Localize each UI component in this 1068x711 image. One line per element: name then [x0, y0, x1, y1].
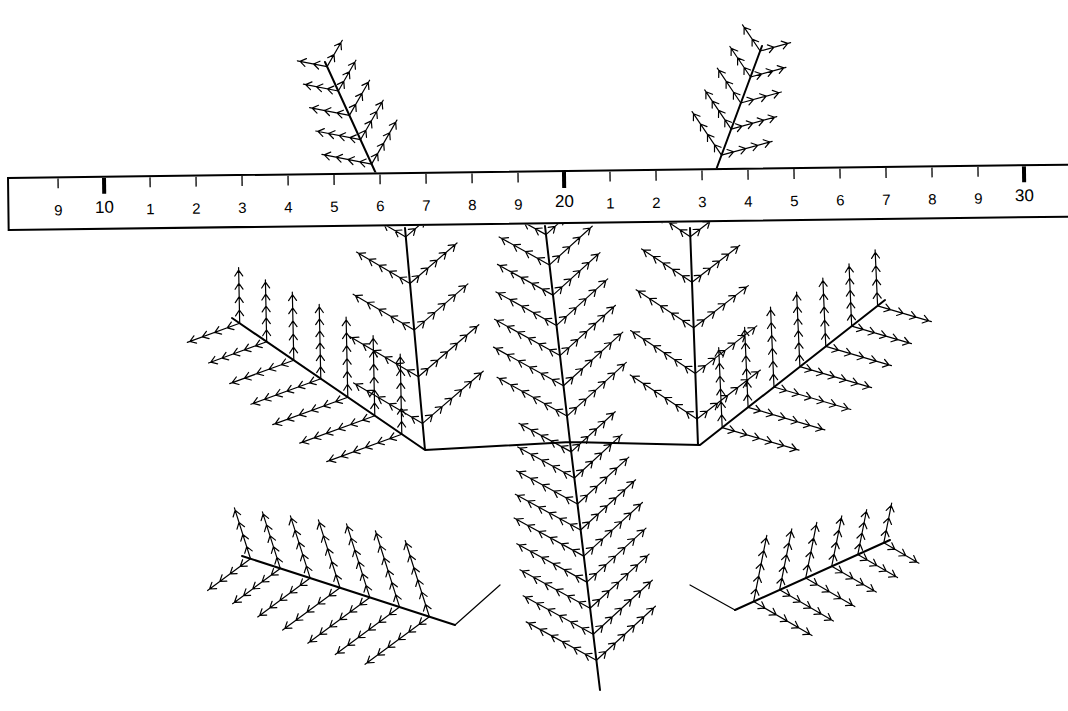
ruler-tick — [1022, 166, 1026, 182]
scale-number: 8 — [468, 197, 477, 212]
scale-number: 1 — [606, 195, 615, 210]
ruler-tick — [149, 177, 150, 187]
ruler-tick — [333, 175, 334, 185]
ruler-tick — [885, 168, 886, 178]
scale-number: 20 — [555, 193, 574, 210]
scale-number: 9 — [54, 202, 63, 217]
ruler-tick — [609, 171, 610, 181]
scale-number: 3 — [238, 200, 247, 215]
ruler-tick — [747, 170, 748, 180]
scale-number: 9 — [514, 197, 523, 212]
scale-number: 10 — [95, 199, 114, 216]
scale-number: 4 — [744, 194, 753, 209]
ruler-tick — [287, 175, 288, 185]
ruler-tick — [977, 167, 978, 177]
scale-number: 2 — [652, 195, 661, 210]
ruler-tick — [839, 169, 840, 179]
scale-number: 5 — [330, 199, 339, 214]
ruler-tick — [425, 174, 426, 184]
stem-lines — [232, 46, 890, 690]
ruler: 9 10 1 2 3 4 5 6 7 8 9 20 1 2 3 4 5 6 7 8 9 30 — [7, 163, 1068, 231]
ruler-tick — [655, 171, 656, 181]
ruler-tick — [241, 176, 242, 186]
ruler-tick — [562, 172, 566, 188]
scale-number: 3 — [698, 194, 707, 209]
scale-number: 2 — [192, 201, 201, 216]
ruler-tick — [57, 178, 58, 188]
scale-number: 9 — [974, 191, 983, 206]
ruler-tick — [517, 173, 518, 183]
scale-number: 5 — [790, 193, 799, 208]
ruler-tick — [931, 167, 932, 177]
scale-number: 30 — [1015, 187, 1034, 204]
scale-number: 1 — [146, 201, 155, 216]
ruler-ticks — [9, 165, 1068, 233]
scale-number: 7 — [882, 192, 891, 207]
ruler-tick — [701, 170, 702, 180]
ruler-tick — [195, 177, 196, 187]
ruler-tick — [379, 174, 380, 184]
ruler-tick — [793, 169, 794, 179]
scale-number: 6 — [376, 198, 385, 213]
scale-number: 7 — [422, 198, 431, 213]
ruler-tick — [471, 173, 472, 183]
scale-number: 6 — [836, 192, 845, 207]
scale-number: 8 — [928, 191, 937, 206]
ruler-tick — [102, 178, 106, 194]
scale-number: 4 — [284, 199, 293, 214]
